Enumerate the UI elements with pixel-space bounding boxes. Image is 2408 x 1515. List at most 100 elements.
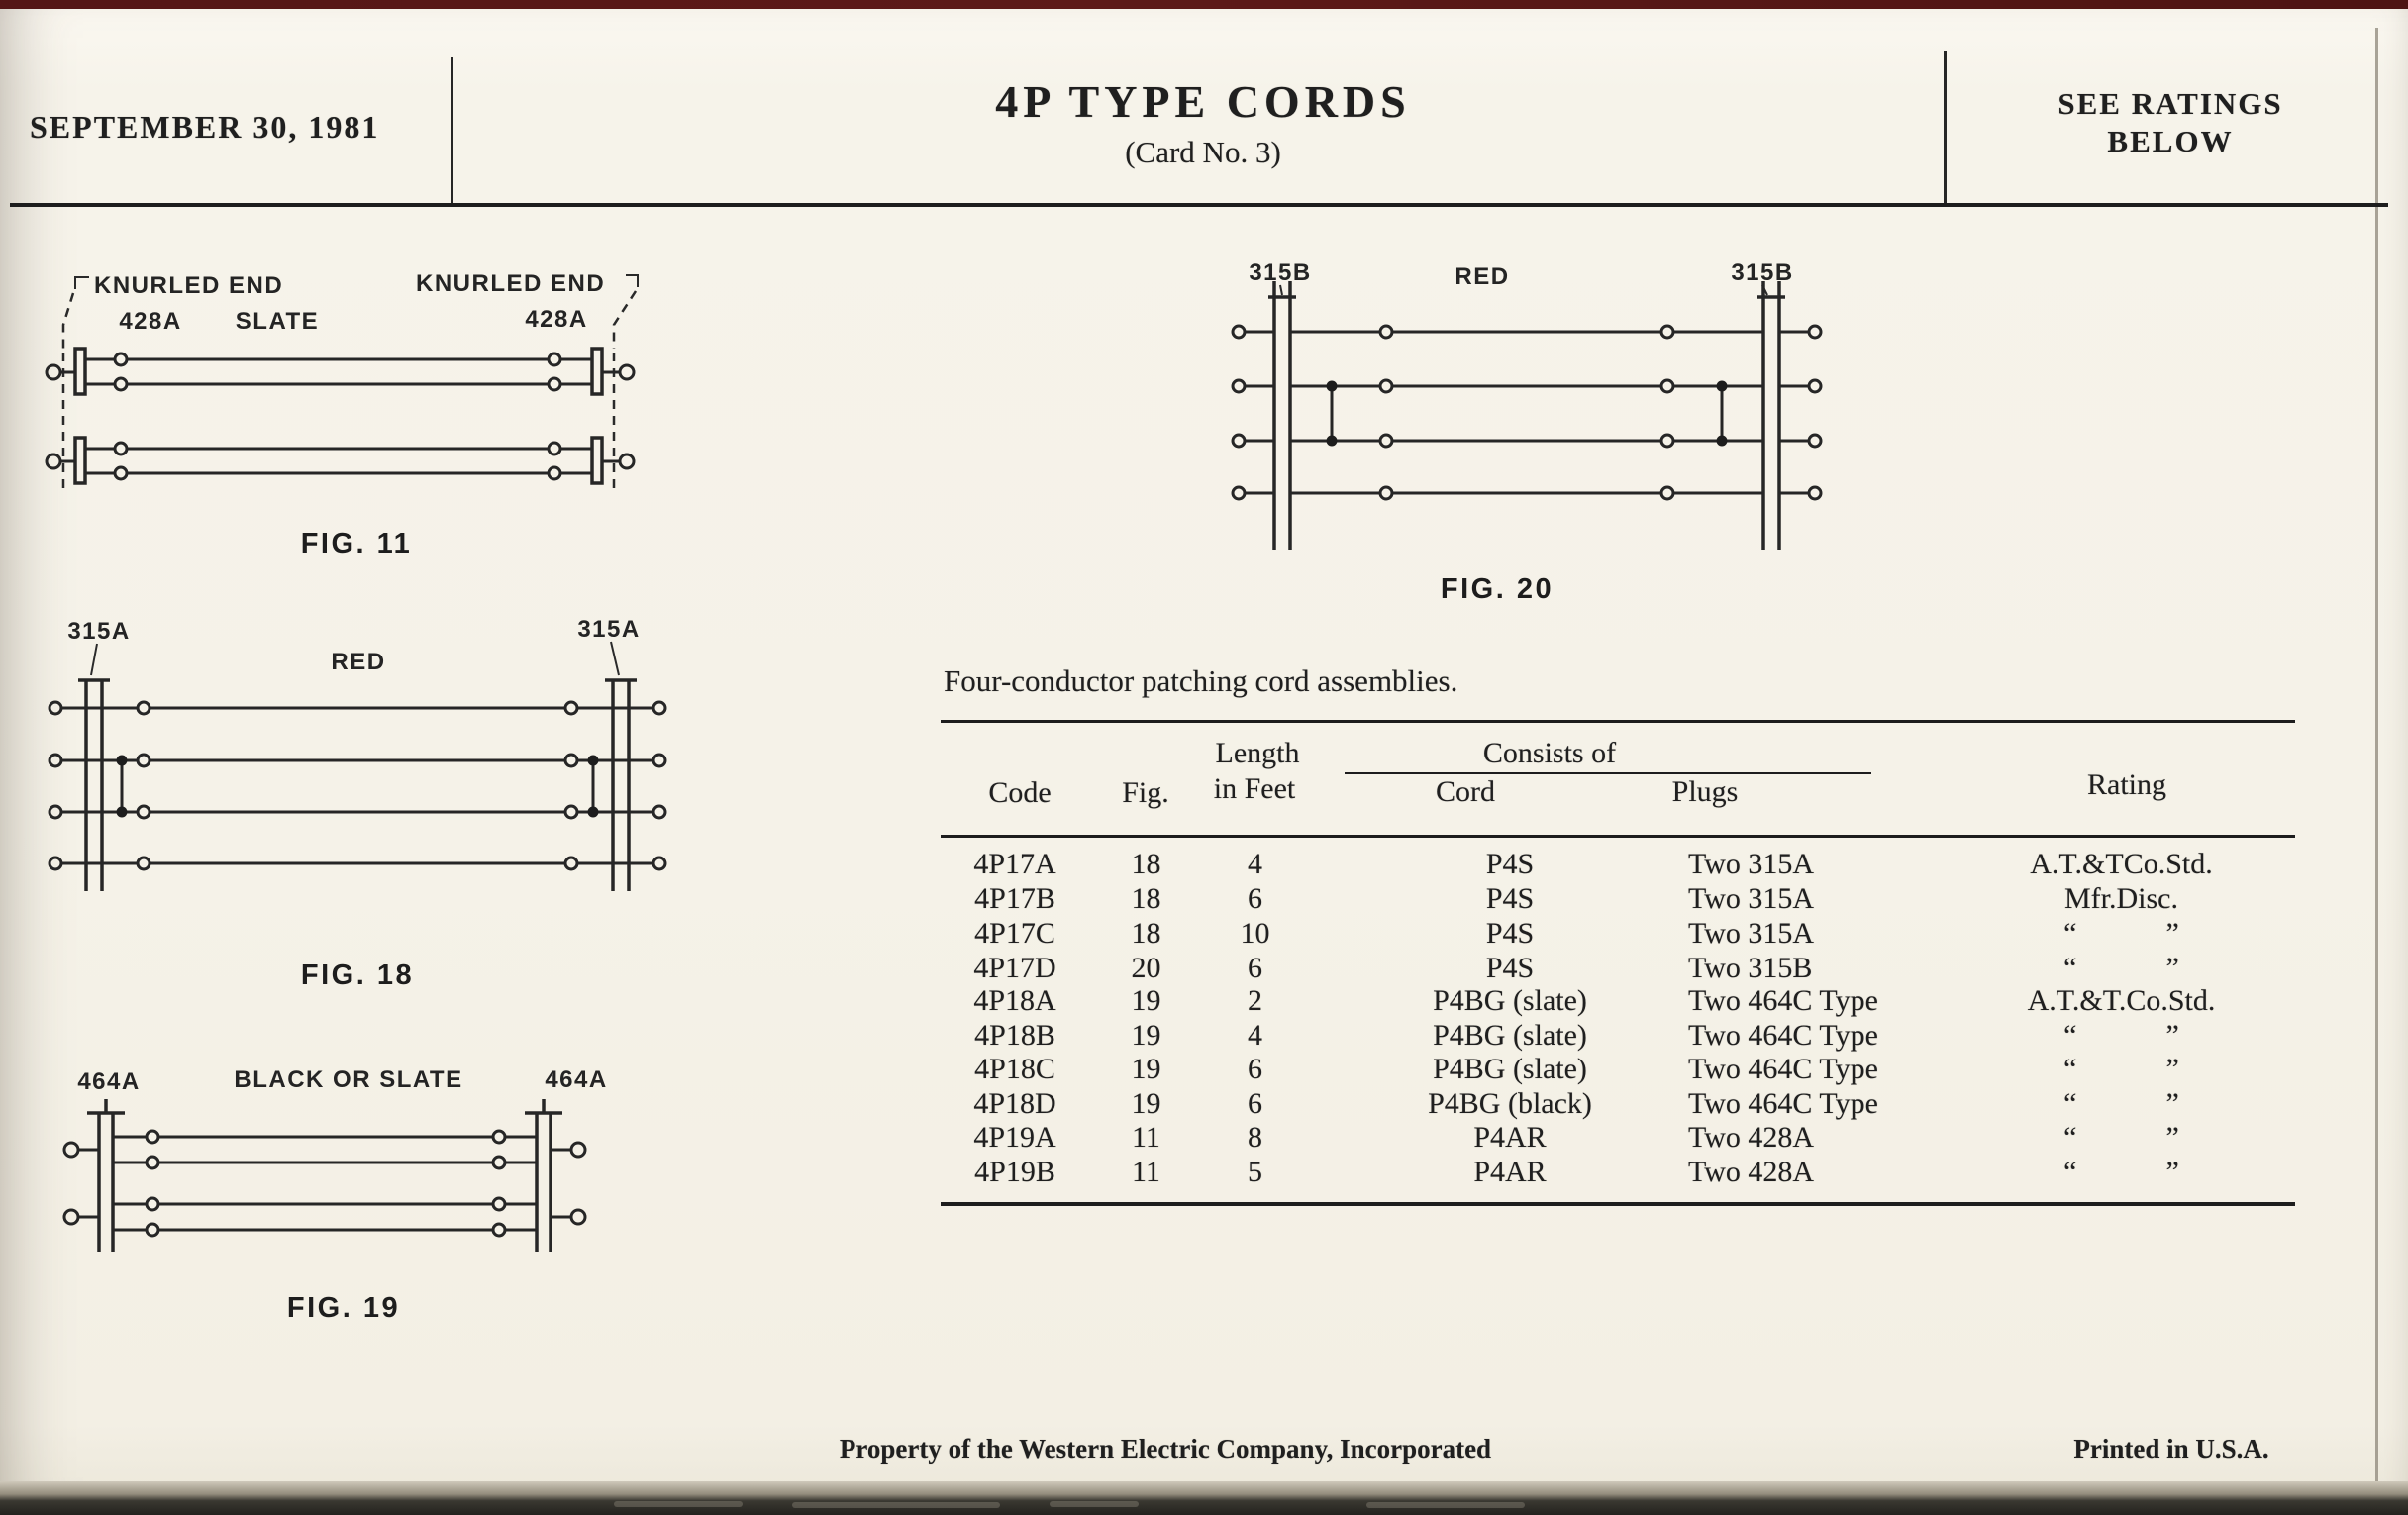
cell-code: 4P17A bbox=[973, 848, 1056, 880]
fig11-plug-right-label: 428A bbox=[525, 306, 587, 333]
cell-fig: 18 bbox=[1131, 882, 1161, 915]
cell-fig: 18 bbox=[1131, 917, 1161, 950]
header-divider-left bbox=[451, 57, 453, 203]
table-row: 4P19A 11 8 P4AR Two 428A “ ” bbox=[941, 1121, 2307, 1155]
cell-fig: 19 bbox=[1131, 1053, 1161, 1085]
ratings-note-line1: SEE RATINGS bbox=[2057, 86, 2283, 121]
cell-length: 4 bbox=[1248, 848, 1262, 880]
figure-fig11: KNURLED END KNURLED END 428A SLATE 428A bbox=[45, 270, 639, 559]
table-row: 4P18C 19 6 P4BG (slate) Two 464C Type “ … bbox=[941, 1053, 2307, 1086]
fig19-caption: FIG. 19 bbox=[287, 1292, 400, 1324]
cell-rating: “ ” bbox=[2063, 1053, 2179, 1085]
cell-fig: 20 bbox=[1131, 952, 1161, 984]
scan-ghost-mark bbox=[792, 1502, 1000, 1508]
table-row: 4P18A 19 2 P4BG (slate) Two 464C Type A.… bbox=[941, 984, 2307, 1018]
cell-code: 4P18C bbox=[974, 1053, 1055, 1085]
cell-rating: A.T.&TCo.Std. bbox=[2030, 848, 2213, 880]
fig11-knurled-left-label: KNURLED END bbox=[94, 272, 283, 299]
cell-cord: P4BG (slate) bbox=[1433, 1019, 1587, 1052]
fig20-right-plug bbox=[1659, 281, 1823, 550]
cell-plugs: Two 428A bbox=[1688, 1121, 1815, 1154]
cell-fig: 19 bbox=[1131, 1019, 1161, 1052]
cell-plugs: Two 464C Type bbox=[1688, 1053, 1878, 1085]
cell-cord: P4S bbox=[1485, 882, 1535, 915]
cell-cord: P4S bbox=[1485, 917, 1535, 950]
cell-fig: 11 bbox=[1132, 1156, 1160, 1188]
table-row: 4P17B 18 6 P4S Two 315A Mfr.Disc. bbox=[941, 882, 2307, 916]
cell-rating: “ ” bbox=[2063, 1087, 2179, 1120]
fig11-bottom-pair bbox=[45, 436, 636, 485]
fig11-knurled-right-label: KNURLED END bbox=[416, 270, 605, 297]
header-divider-right bbox=[1944, 51, 1947, 203]
cell-rating: “ ” bbox=[2063, 1019, 2179, 1052]
figure-fig18: 315A 315A RED bbox=[48, 616, 667, 991]
cell-code: 4P18B bbox=[974, 1019, 1055, 1052]
fig11-cord-color-label: SLATE bbox=[236, 308, 319, 335]
cell-rating: “ ” bbox=[2063, 952, 2179, 984]
cell-length: 6 bbox=[1248, 882, 1262, 915]
cell-length: 10 bbox=[1240, 917, 1270, 950]
cell-plugs: Two 315A bbox=[1688, 917, 1815, 950]
cell-cord: P4AR bbox=[1473, 1156, 1547, 1188]
fig11-knurled-leaders bbox=[61, 274, 639, 495]
cell-code: 4P18A bbox=[973, 984, 1056, 1017]
scan-ghost-mark bbox=[1050, 1501, 1139, 1507]
cell-length: 6 bbox=[1248, 1053, 1262, 1085]
fig19-cord-color-label: BLACK OR SLATE bbox=[234, 1066, 462, 1093]
fig18-caption: FIG. 18 bbox=[301, 960, 414, 991]
cell-length: 8 bbox=[1248, 1121, 1262, 1154]
table-rule-mid bbox=[941, 835, 2295, 838]
cell-code: 4P17D bbox=[973, 952, 1056, 984]
cell-length: 4 bbox=[1248, 1019, 1262, 1052]
col-header-fig: Fig. bbox=[1122, 776, 1169, 809]
cell-rating: “ ” bbox=[2063, 917, 2179, 950]
fig18-wires bbox=[60, 706, 654, 865]
cell-length: 6 bbox=[1248, 1087, 1262, 1120]
fig11-caption: FIG. 11 bbox=[301, 528, 413, 559]
fig18-plug-left-label: 315A bbox=[67, 618, 130, 645]
figure-fig20: 315B RED 315B bbox=[1231, 259, 1823, 605]
cell-cord: P4BG (slate) bbox=[1433, 984, 1587, 1017]
fig18-cord-color-label: RED bbox=[331, 649, 385, 675]
footer-property-notice: Property of the Western Electric Company… bbox=[839, 1434, 1492, 1464]
fig18-right-plug bbox=[563, 678, 667, 891]
cell-cord: P4S bbox=[1485, 848, 1535, 880]
cell-plugs: Two 464C Type bbox=[1688, 1019, 1878, 1052]
col-header-rating: Rating bbox=[2087, 768, 2166, 801]
cell-plugs: Two 464C Type bbox=[1688, 984, 1878, 1017]
cell-rating: “ ” bbox=[2063, 1156, 2179, 1188]
cell-code: 4P18D bbox=[973, 1087, 1056, 1120]
fig19-left-plug bbox=[62, 1099, 160, 1252]
col-header-consists-of: Consists of bbox=[1482, 737, 1617, 769]
cell-fig: 19 bbox=[1131, 984, 1161, 1017]
cell-code: 4P17B bbox=[974, 882, 1055, 915]
fig20-cord-color-label: RED bbox=[1455, 263, 1509, 290]
fig19-plug-left-label: 464A bbox=[77, 1068, 140, 1095]
table-row: 4P17D 20 6 P4S Two 315B “ ” bbox=[941, 952, 2307, 985]
fig18-labels: 315A 315A RED bbox=[67, 616, 639, 676]
cell-cord: P4BG (slate) bbox=[1433, 1053, 1587, 1085]
cell-plugs: Two 315A bbox=[1688, 882, 1815, 915]
fig11-top-pair bbox=[45, 347, 636, 396]
header-rule bbox=[10, 203, 2388, 207]
fig20-caption: FIG. 20 bbox=[1441, 573, 1554, 605]
cell-length: 6 bbox=[1248, 952, 1262, 984]
cell-code: 4P17C bbox=[974, 917, 1055, 950]
cell-fig: 11 bbox=[1132, 1121, 1160, 1154]
scan-edge-right bbox=[2375, 28, 2378, 1483]
cell-plugs: Two 315B bbox=[1688, 952, 1813, 984]
cell-rating: “ ” bbox=[2063, 1121, 2179, 1154]
card-date: SEPTEMBER 30, 1981 bbox=[30, 109, 380, 145]
cell-fig: 19 bbox=[1131, 1087, 1161, 1120]
col-header-cord: Cord bbox=[1436, 775, 1495, 808]
cell-rating: A.T.&T.Co.Std. bbox=[2027, 984, 2216, 1017]
card-subtitle: (Card No. 3) bbox=[1125, 135, 1281, 169]
ratings-note-line2: BELOW bbox=[2107, 124, 2234, 158]
cell-code: 4P19B bbox=[974, 1156, 1055, 1188]
table-row: 4P18D 19 6 P4BG (black) Two 464C Type “ … bbox=[941, 1087, 2307, 1121]
col-header-length-line2: in Feet bbox=[1213, 772, 1296, 805]
cell-fig: 18 bbox=[1131, 848, 1161, 880]
cell-length: 5 bbox=[1248, 1156, 1262, 1188]
col-header-code: Code bbox=[988, 776, 1052, 809]
